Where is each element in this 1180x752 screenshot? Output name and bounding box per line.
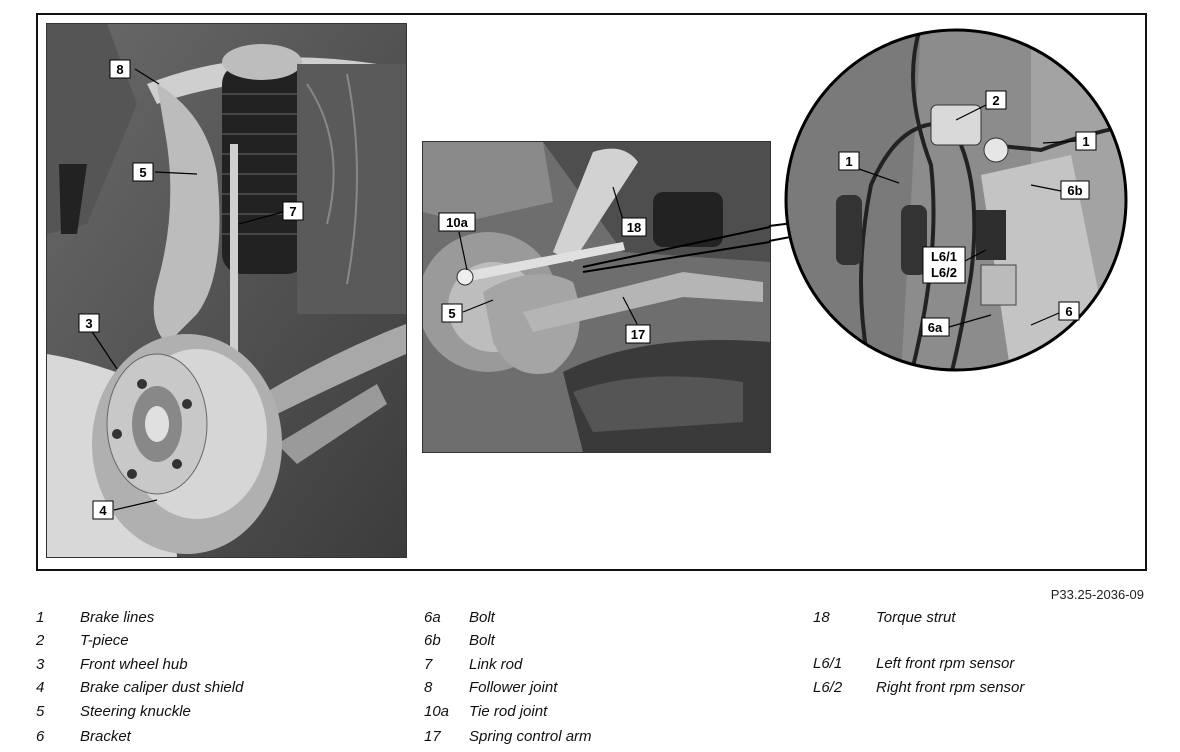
callout-6a: 6a (921, 314, 992, 337)
legend-number: 17 (424, 728, 441, 745)
callout-label: 18 (627, 220, 641, 235)
legend-number: 6a (424, 609, 441, 626)
legend-text: Link rod (469, 656, 523, 673)
callout-label: 17 (631, 327, 645, 342)
legend-text: Bracket (80, 728, 131, 745)
callout-label: 1 (1082, 134, 1089, 149)
callout-7: 7 (238, 201, 304, 225)
callout-label: 5 (448, 306, 455, 321)
legend-text: Bolt (469, 632, 495, 649)
legend-number: 2 (36, 632, 45, 649)
callout-L6: L6/1 L6/2 (922, 246, 987, 284)
legend-number: 6b (424, 632, 441, 649)
legend-number: 7 (424, 656, 433, 673)
callout-6b: 6b (1030, 180, 1090, 200)
callout-label: 6a (928, 320, 943, 335)
callout-label: L6/1 (931, 249, 957, 264)
legend-number: 6 (36, 728, 45, 745)
callout-label: L6/2 (931, 265, 957, 280)
legend-number: 4 (36, 679, 45, 696)
callout-5-middle: 5 (441, 299, 494, 323)
callout-label: 8 (116, 62, 123, 77)
legend-text: Torque strut (876, 609, 956, 626)
figure-reference: P33.25-2036-09 (1050, 587, 1144, 602)
legend-number: L6/1 (813, 655, 843, 672)
legend-number: 1 (36, 609, 45, 626)
left-photo: 8 5 7 3 4 (46, 23, 407, 558)
callout-18: 18 (612, 186, 647, 237)
callout-1-right: 1 (1042, 131, 1097, 151)
callout-1-left: 1 (838, 151, 900, 184)
legend-text: Follower joint (469, 679, 558, 696)
legend-number: 8 (424, 679, 433, 696)
legend-text: Tie rod joint (469, 703, 548, 720)
callout-label: 6b (1067, 183, 1082, 198)
legend-number: 5 (36, 703, 45, 720)
callout-10a: 10a (438, 212, 476, 271)
callout-17: 17 (622, 296, 651, 344)
inset-detail: 2 1 1 6b L6/1 L6/2 6a (781, 25, 1131, 375)
legend-number: 18 (813, 609, 830, 626)
legend-number: 10a (424, 703, 450, 720)
callout-label: 4 (99, 503, 107, 518)
callout-5-left: 5 (132, 162, 198, 182)
callout-3: 3 (78, 313, 118, 370)
legend-text: Right front rpm sensor (876, 679, 1025, 696)
callout-2: 2 (955, 90, 1007, 121)
legend-text: Steering knuckle (80, 703, 191, 720)
legend-text: Front wheel hub (80, 656, 188, 673)
callout-6: 6 (1030, 301, 1080, 326)
callout-label: 6 (1065, 304, 1072, 319)
legend-text: Brake lines (80, 609, 155, 626)
callout-8: 8 (109, 59, 160, 85)
legend-text: Left front rpm sensor (876, 655, 1015, 672)
legend-text: Bolt (469, 609, 495, 626)
callout-label: 3 (85, 316, 92, 331)
callout-label: 5 (139, 165, 146, 180)
callout-4: 4 (92, 499, 158, 520)
legend-number: L6/2 (813, 679, 843, 696)
legend-text: Spring control arm (469, 728, 592, 745)
callout-label: 1 (845, 154, 852, 169)
legend-text: T-piece (80, 632, 129, 649)
middle-photo: 10a 18 5 17 (422, 141, 771, 453)
legend-text: Brake caliper dust shield (80, 679, 244, 696)
callout-label: 10a (446, 215, 468, 230)
legend-number: 3 (36, 656, 45, 673)
callout-label: 2 (992, 93, 999, 108)
callout-label: 7 (289, 204, 296, 219)
